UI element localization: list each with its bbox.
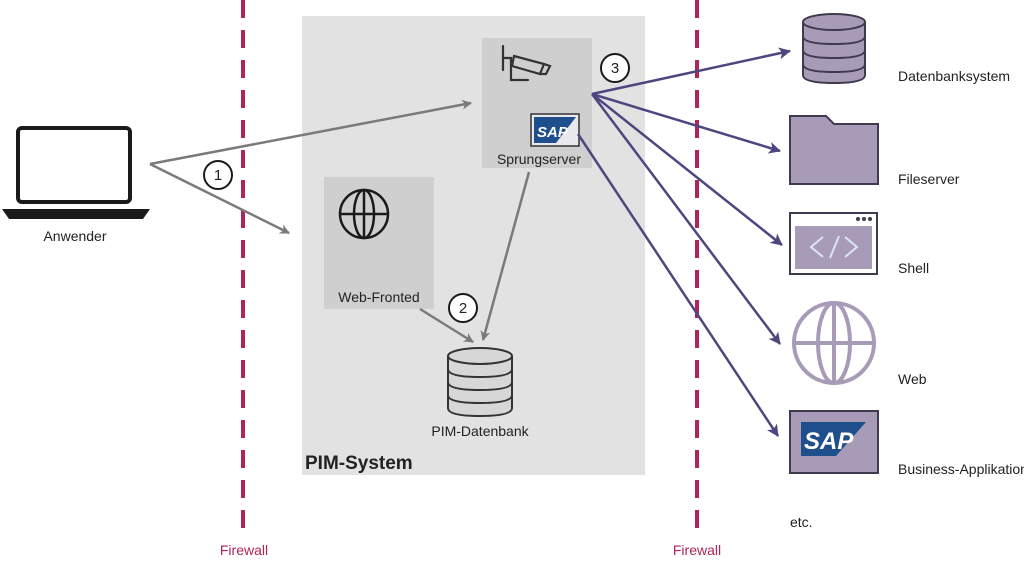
more-targets-label: etc. <box>790 514 813 530</box>
pim-system-title: PIM-System <box>305 453 413 474</box>
target-label-shell: Shell <box>898 260 929 276</box>
camera-icon <box>501 44 552 82</box>
arrow-jump-server-to-db <box>480 171 531 341</box>
target-folder-icon <box>789 115 879 185</box>
arrow-to-fileserver <box>591 92 781 154</box>
arrow-web-frontend-to-db <box>419 307 474 344</box>
arrow-user-to-web-frontend <box>149 162 290 235</box>
step-3-number: 3 <box>611 60 619 77</box>
right-firewall-label: Firewall <box>673 542 721 558</box>
database-icon <box>447 347 513 418</box>
target-database-icon <box>802 13 866 85</box>
target-sap-logo-text: SAP <box>804 428 854 455</box>
target-sap-logo-icon: SAP <box>789 410 879 474</box>
step-2-marker: 2 <box>448 293 478 323</box>
jump-server-box <box>482 38 592 168</box>
step-1-number: 1 <box>214 167 222 184</box>
arrow-to-database-system <box>591 47 791 96</box>
user-label: Anwender <box>43 228 106 244</box>
target-label-fileserver: Fileserver <box>898 171 960 187</box>
database-label: PIM-Datenbank <box>431 423 529 439</box>
left-firewall-label: Firewall <box>220 542 268 558</box>
step-2-number: 2 <box>459 300 467 317</box>
target-label-database: Datenbanksystem <box>898 68 1010 84</box>
step-3-marker: 3 <box>600 53 630 83</box>
sap-logo-icon: SAP <box>530 113 580 147</box>
arrow-to-business-app <box>576 133 780 437</box>
globe-icon <box>338 188 390 240</box>
target-globe-icon <box>792 301 876 385</box>
jump-server-label: Sprungserver <box>497 151 581 167</box>
target-code-window-icon <box>789 212 878 275</box>
laptop-icon <box>2 126 150 219</box>
step-1-marker: 1 <box>203 160 233 190</box>
web-frontend-label: Web-Fronted <box>338 289 419 305</box>
arrow-to-shell <box>591 93 783 246</box>
target-label-web: Web <box>898 371 927 387</box>
target-label-business-app: Business-Applikation <box>898 461 1024 477</box>
arrow-to-web <box>591 93 781 345</box>
arrow-user-to-jump-server <box>149 99 472 166</box>
web-frontend-box <box>324 177 434 309</box>
sap-logo-text: SAP <box>537 124 569 141</box>
